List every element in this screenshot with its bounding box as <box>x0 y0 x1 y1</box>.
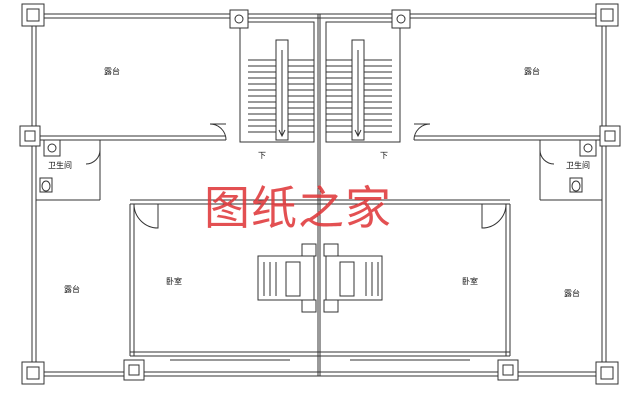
bathroom-label-right: 卫生间 <box>566 161 590 170</box>
column-top-left <box>21 3 45 27</box>
central-shaft <box>257 255 383 301</box>
column-center-3 <box>301 299 317 313</box>
balcony-label-top-left: 露台 <box>104 67 120 76</box>
balcony-label-bottom-left: 露台 <box>64 285 80 294</box>
column-bath-left <box>43 139 61 157</box>
column-stair-top-left <box>229 9 249 29</box>
column-bottom-mid-left <box>123 359 145 381</box>
column-bottom-mid-right <box>497 359 519 381</box>
balcony-label-bottom-right: 露台 <box>564 289 580 298</box>
column-bath-right <box>579 139 597 157</box>
bedroom-label-left: 卧室 <box>166 277 182 286</box>
stair-down-label-right: 下 <box>380 151 388 160</box>
door-swings <box>85 123 555 229</box>
stair-down-label-left: 下 <box>258 151 266 160</box>
bedroom-label-right: 卧室 <box>462 277 478 286</box>
watermark: 图纸之家 <box>204 181 392 235</box>
toilet-left <box>39 177 53 193</box>
toilet-right <box>569 177 583 193</box>
staircase-left <box>239 21 315 143</box>
column-top-right <box>595 3 619 27</box>
staircase-right <box>325 21 401 143</box>
column-center-2 <box>323 243 339 257</box>
column-mid-right <box>599 125 621 147</box>
column-center-1 <box>301 243 317 257</box>
interior-walls <box>36 135 602 357</box>
column-center-4 <box>323 299 339 313</box>
column-stair-top-right <box>391 9 411 29</box>
column-bottom-right <box>595 361 619 385</box>
balcony-label-top-right: 露台 <box>524 67 540 76</box>
bathroom-label-left: 卫生间 <box>48 161 72 170</box>
windows <box>35 200 603 361</box>
column-mid-left <box>19 125 41 147</box>
column-bottom-left <box>21 361 45 385</box>
